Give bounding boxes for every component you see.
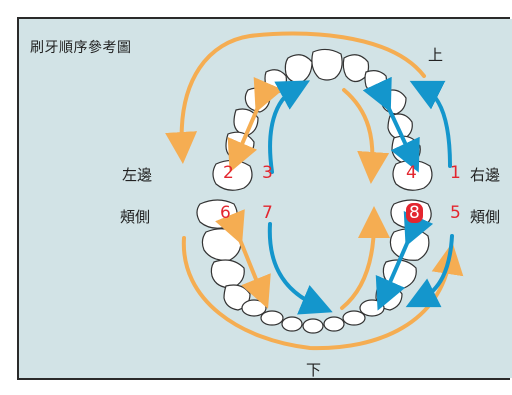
label-right-buccal: 頰側 bbox=[470, 208, 501, 226]
step-number-5: 5 bbox=[450, 203, 461, 223]
blue-double-upper bbox=[362, 76, 420, 173]
step-number-3: 3 bbox=[262, 163, 273, 183]
step-number-2: 2 bbox=[223, 163, 234, 183]
tooth-l-13 bbox=[281, 316, 303, 332]
tooth-u-1 bbox=[311, 48, 343, 81]
label-left-side: 左邊 bbox=[122, 166, 153, 184]
label-bottom: 下 bbox=[306, 361, 322, 379]
orange-double-lower bbox=[215, 209, 271, 309]
orange-inner-lower bbox=[340, 206, 390, 310]
step-number-4: 4 bbox=[406, 163, 417, 183]
label-top: 上 bbox=[428, 46, 444, 64]
diagram-title: 刷牙順序參考圖 bbox=[30, 40, 132, 56]
orange-arrows bbox=[165, 31, 464, 351]
tooth-l-15 bbox=[302, 318, 324, 334]
tooth-l-1 bbox=[196, 199, 238, 229]
blue-arrows bbox=[267, 76, 454, 315]
orange-arc-upper bbox=[165, 31, 426, 164]
tooth-u-4 bbox=[264, 69, 287, 93]
orange-inner-upper bbox=[342, 88, 390, 184]
tooth-l-3 bbox=[201, 228, 242, 261]
blue-double-lower bbox=[375, 210, 434, 311]
tooth-l-12 bbox=[342, 310, 366, 326]
tooth-l-14 bbox=[323, 316, 345, 332]
tooth-u-2 bbox=[284, 54, 313, 83]
tooth-l-9 bbox=[241, 299, 267, 317]
tooth-l-10 bbox=[359, 299, 385, 317]
step-number-6: 6 bbox=[220, 203, 231, 223]
orange-double-upper bbox=[227, 76, 284, 173]
blue-arc-upper-right bbox=[409, 80, 452, 168]
step-number-8: 8 bbox=[406, 203, 423, 223]
label-right-side: 右邊 bbox=[470, 166, 501, 184]
blue-inner-upper bbox=[268, 80, 311, 174]
step-number-7: 7 bbox=[262, 203, 273, 223]
tooth-l-5 bbox=[210, 259, 245, 289]
blue-inner-lower bbox=[267, 222, 333, 315]
label-left-buccal: 頰側 bbox=[120, 208, 151, 226]
tooth-u-5 bbox=[364, 70, 387, 93]
step-number-1: 1 bbox=[450, 163, 461, 183]
tooth-l-11 bbox=[260, 310, 284, 326]
upper-teeth bbox=[212, 48, 433, 191]
